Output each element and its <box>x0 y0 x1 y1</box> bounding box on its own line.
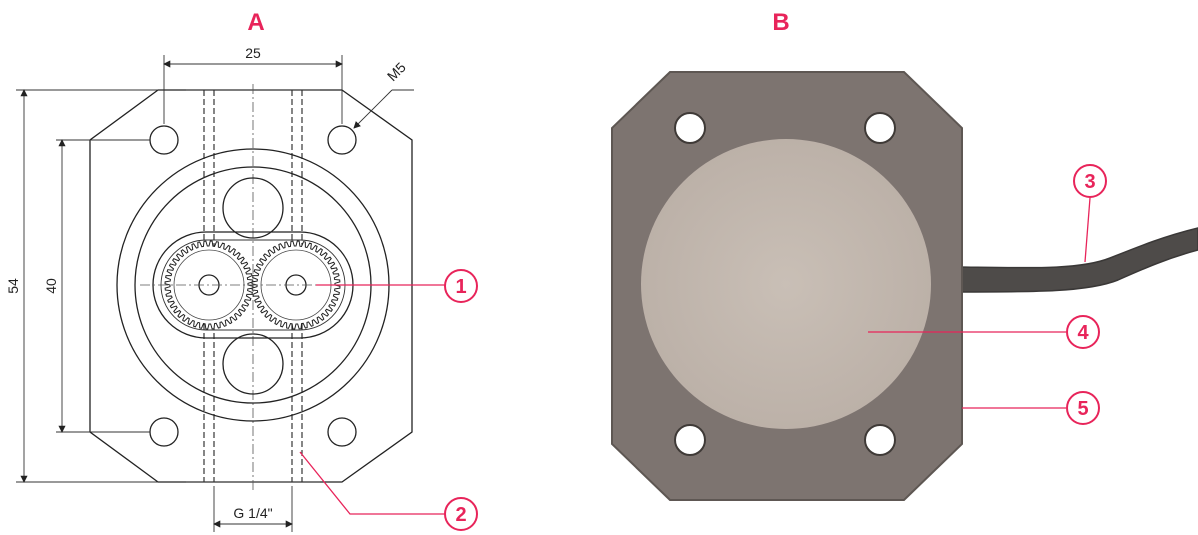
sensor-hole-br <box>864 424 896 456</box>
sensor-hole-bl <box>674 424 706 456</box>
mount-hole-tl <box>149 125 179 155</box>
panel-b: B 3 4 5 <box>611 9 1198 501</box>
panel-a: A 25 <box>5 9 478 532</box>
dim-height-outer-label: 54 <box>5 278 21 294</box>
upper-port <box>222 177 284 239</box>
callout-3-circle <box>1073 164 1107 198</box>
mount-hole-tr <box>327 125 357 155</box>
mount-hole-br <box>327 417 357 447</box>
sensor-cable <box>957 227 1198 293</box>
mount-hole-bl <box>149 417 179 447</box>
housing-outline <box>89 89 413 483</box>
sensor-hole-tr <box>864 112 896 144</box>
dim-width-label: 25 <box>245 45 261 61</box>
sensor-face <box>641 139 931 429</box>
lower-port <box>222 333 284 395</box>
panel-b-label: B <box>772 9 789 36</box>
gear-chamber <box>152 231 354 339</box>
callout-1-label: 1 <box>455 276 466 298</box>
callout-5-circle <box>1066 391 1100 425</box>
callout-2-circle <box>444 497 478 531</box>
callout-4-label: 4 <box>1077 322 1089 344</box>
callout-4-circle <box>1066 315 1100 349</box>
dim-thread-label: M5 <box>384 59 409 84</box>
callout-2-label: 2 <box>455 504 466 526</box>
sensor-hole-tl <box>674 112 706 144</box>
callout-3-label: 3 <box>1084 171 1095 193</box>
callout-5-label: 5 <box>1077 398 1088 420</box>
dim-height-inner-label: 40 <box>43 278 59 294</box>
panel-a-label: A <box>247 9 264 36</box>
dim-port-label: G 1/4" <box>233 505 272 521</box>
callout-1-circle <box>444 269 478 303</box>
